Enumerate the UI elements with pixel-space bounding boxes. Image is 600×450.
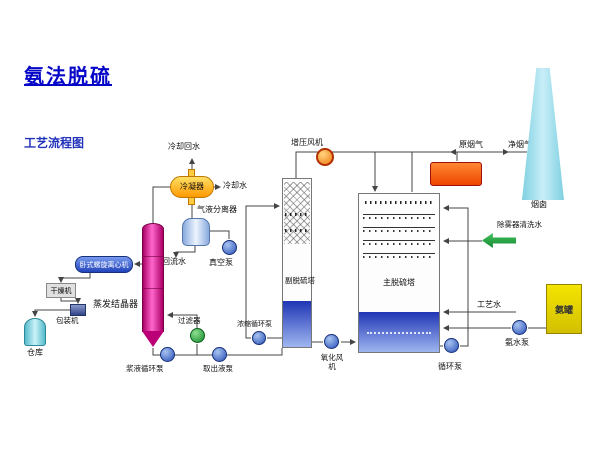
demister-wash-label: 除雾器清洗水 xyxy=(497,220,542,229)
chimney-label: 烟囱 xyxy=(531,200,547,209)
separator-label: 气液分离器 xyxy=(197,205,237,214)
ammonia-tank: 氨罐 xyxy=(546,284,582,334)
warehouse xyxy=(24,318,46,346)
demister-icon xyxy=(365,201,433,204)
spray-level-4-icon xyxy=(363,253,435,259)
concentration-circulation-pump xyxy=(252,331,266,345)
aux-tower-liquid xyxy=(283,301,311,347)
concentration-pump-label: 浓缩循环泵 xyxy=(237,320,272,328)
cooling-return-label: 冷却回水 xyxy=(168,142,200,151)
horizontal-screw-centrifuge: 卧式螺旋离心机 xyxy=(75,256,133,273)
ammonia-pump-label: 氨水泵 xyxy=(505,338,529,347)
vacuum-pump-label: 真空泵 xyxy=(209,258,233,267)
aux-tower-tray-icon xyxy=(285,213,309,216)
aux-tower-tray2-icon xyxy=(285,229,309,232)
evaporation-crystallizer xyxy=(142,230,164,332)
extraction-pump-label: 取出液泵 xyxy=(203,364,233,373)
oxidation-fan-label: 氧化风机 xyxy=(320,353,344,371)
slurry-circulation-pump xyxy=(160,347,175,362)
clean-gas-label: 净烟气 xyxy=(508,140,532,149)
ammonia-tank-label: 氨罐 xyxy=(554,305,573,316)
warehouse-label: 仓库 xyxy=(27,348,43,357)
condenser: 冷凝器 xyxy=(170,176,214,198)
extraction-pump xyxy=(212,347,227,362)
oxidation-fan xyxy=(324,334,339,349)
circulation-pump-label: 循环泵 xyxy=(438,362,462,371)
circulation-pump xyxy=(444,338,459,353)
dryer-label: 干燥机 xyxy=(50,286,72,295)
booster-fan-label: 增压风机 xyxy=(291,138,323,147)
main-desulfurization-tower: 主脱硫塔 xyxy=(358,193,440,353)
process-water-label: 工艺水 xyxy=(477,300,501,309)
ammonia-pump xyxy=(512,320,527,335)
cooling-water-label: 冷却水 xyxy=(223,181,247,190)
page-title: 氨法脱硫 xyxy=(24,64,112,88)
gas-liquid-separator xyxy=(182,218,210,246)
dryer: 干燥机 xyxy=(46,283,76,298)
aux-desulfurization-tower: 副脱硫塔 xyxy=(282,178,315,348)
filter xyxy=(190,328,205,343)
raw-gas-label: 原烟气 xyxy=(459,140,483,149)
condenser-bottom-stub xyxy=(188,197,195,205)
packing-machine-label: 包装机 xyxy=(56,316,79,325)
main-tower-label: 主脱硫塔 xyxy=(383,278,415,287)
gas-gas-heater xyxy=(430,162,482,186)
slurry-pump-label: 浆液循环泵 xyxy=(126,364,164,373)
spray-level-3-icon xyxy=(363,240,435,246)
centrifuge-label: 卧式螺旋离心机 xyxy=(79,260,129,269)
vacuum-pump xyxy=(222,240,237,255)
booster-fan xyxy=(316,148,334,166)
spray-level-2-icon xyxy=(363,227,435,233)
filter-label: 过滤器 xyxy=(178,316,201,325)
page-subtitle: 工艺流程图 xyxy=(24,136,85,150)
crystallizer-label: 蒸发结晶器 xyxy=(93,300,139,310)
spray-level-1-icon xyxy=(363,214,435,220)
aux-tower-label: 副脱硫塔 xyxy=(285,276,315,285)
reflux-water-label: 回流水 xyxy=(162,257,186,266)
packing-machine xyxy=(70,304,86,316)
crystallizer-cone xyxy=(142,331,164,347)
condenser-label: 冷凝器 xyxy=(180,182,204,192)
air-sparger-icon xyxy=(367,332,431,334)
